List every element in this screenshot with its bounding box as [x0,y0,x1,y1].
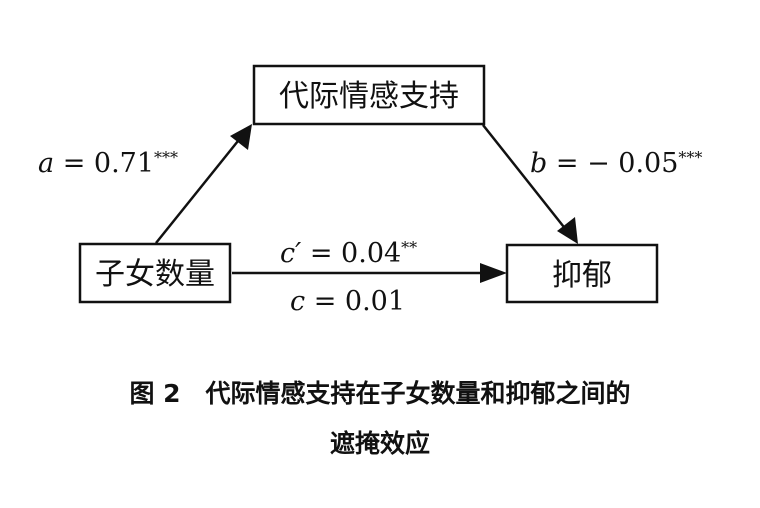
arrow-c [232,263,507,283]
arrow-a [155,124,252,244]
node-independent: 子女数量 [78,242,232,304]
node-independent-label: 子女数量 [95,257,215,292]
arrow-b [482,124,578,244]
arrowhead-b [557,217,578,244]
figure-caption-line2: 遮掩效应 [329,429,430,458]
node-mediator: 代际情感支持 [252,64,486,126]
node-mediator-label: 代际情感支持 [279,79,459,114]
path-b-label: b = − 0.05*** [530,148,702,179]
path-c-label: c = 0.01 [290,286,405,317]
path-a-label: a = 0.71*** [38,148,178,179]
path-c-prime-label: c′ = 0.04** [280,238,417,269]
figure-caption-line1: 图 2 代际情感支持在子女数量和抑郁之间的 [129,379,631,408]
node-dependent: 抑郁 [505,243,659,304]
node-dependent-label: 抑郁 [552,258,612,293]
arrowhead-c [480,263,507,283]
arrowhead-a [230,124,252,150]
